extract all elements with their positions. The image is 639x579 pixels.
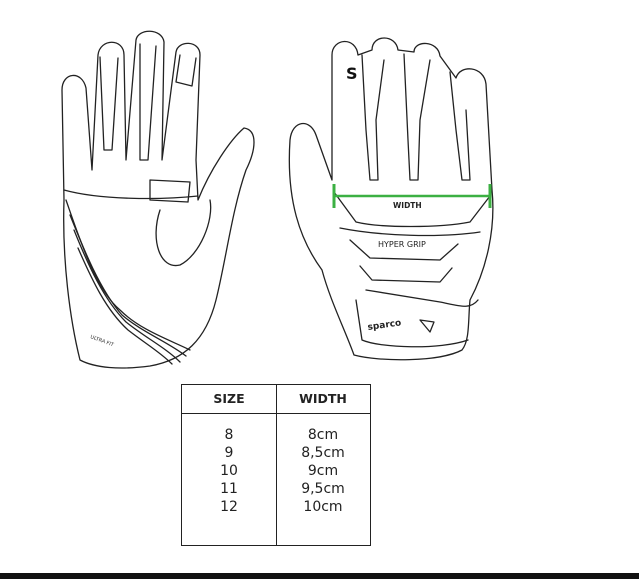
glove-back-view: sparco S HYPER GRIP <box>288 37 494 361</box>
sparco-logo: sparco <box>367 318 402 333</box>
size-cell: 12 <box>220 499 238 515</box>
size-cell: 9 <box>224 445 234 461</box>
size-cell: 8 <box>224 427 234 443</box>
glove-palm-view: ULTRA FIT <box>61 30 255 369</box>
size-column: 8 9 10 11 12 <box>182 426 276 516</box>
header-size: SIZE <box>213 391 245 406</box>
width-cell: 10cm <box>303 499 343 515</box>
sparco-s-logo: S <box>346 64 358 83</box>
width-cell: 9,5cm <box>301 481 345 497</box>
size-table: SIZE WIDTH 8 9 10 11 12 8cm 8,5cm 9cm 9,… <box>181 384 371 546</box>
table-divider <box>276 385 277 545</box>
width-measure: WIDTH <box>332 184 492 210</box>
bottom-bar <box>0 573 639 579</box>
width-label: WIDTH <box>393 201 422 210</box>
ultra-fit-label: ULTRA FIT <box>89 334 115 348</box>
size-cell: 11 <box>220 481 238 497</box>
table-body: 8 9 10 11 12 8cm 8,5cm 9cm 9,5cm 10cm <box>182 414 370 516</box>
width-cell: 8cm <box>307 427 339 443</box>
width-cell: 9cm <box>307 463 339 479</box>
header-width: WIDTH <box>299 391 347 406</box>
width-column: 8cm 8,5cm 9cm 9,5cm 10cm <box>276 426 370 516</box>
size-cell: 10 <box>220 463 238 479</box>
width-cell: 8,5cm <box>301 445 345 461</box>
hyper-grip-label: HYPER GRIP <box>378 240 426 249</box>
